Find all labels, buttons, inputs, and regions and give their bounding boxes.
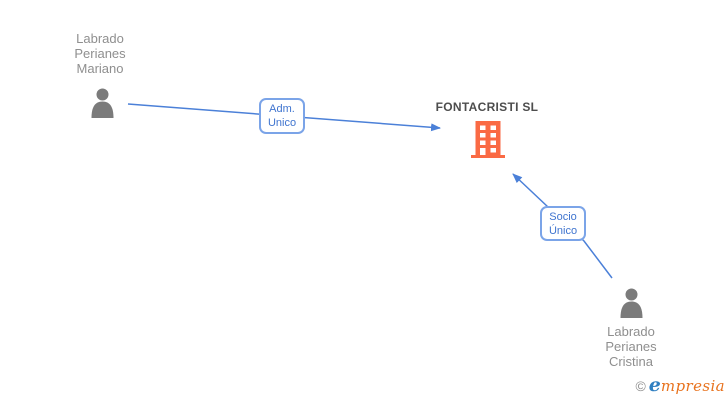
empresia-logo: empresia	[649, 374, 725, 396]
edge-label-adm-unico-text: Adm. Unico	[267, 103, 297, 129]
edge-label-socio-unico-text: Socio Único	[548, 210, 578, 237]
edge-line-socio-unico	[512, 173, 613, 279]
company-building-icon[interactable]	[471, 121, 505, 158]
edge-label-socio-unico[interactable]: Socio Único	[540, 206, 586, 241]
person-name-mariano[interactable]: Labrado Perianes Mariano	[74, 31, 126, 76]
copyright-icon: ©	[635, 378, 646, 394]
person-icon-cristina[interactable]	[618, 288, 645, 318]
person-name-cristina[interactable]: Labrado Perianes Cristina	[605, 324, 657, 369]
edge-label-adm-unico[interactable]: Adm. Unico	[259, 98, 305, 134]
empresia-logo-rest: mpresia	[660, 377, 725, 395]
empresia-logo-e: e	[648, 374, 661, 396]
person-icon-mariano[interactable]	[89, 88, 116, 118]
company-name[interactable]: FONTACRISTI SL	[435, 100, 539, 114]
empresia-watermark: © empresia	[635, 374, 725, 396]
